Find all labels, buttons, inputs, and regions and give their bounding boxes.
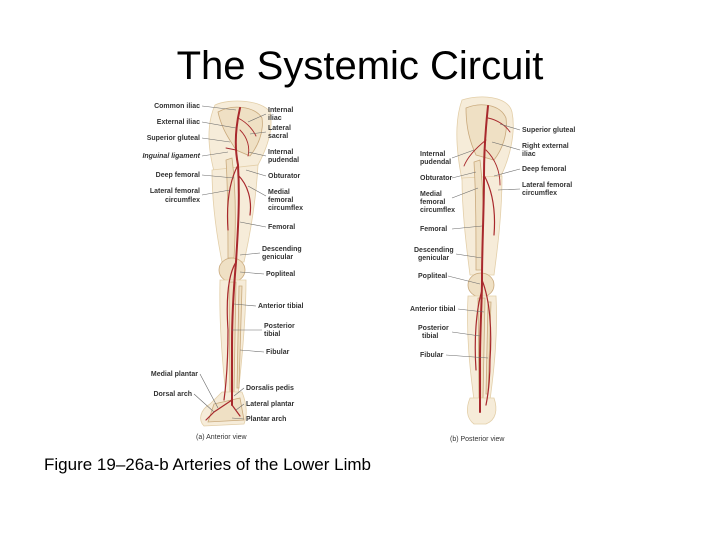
label-medial-plantar: Medial plantar [151,371,198,378]
label-internal-pudendal-2: pudendal [420,159,451,166]
label-medial-femoral-1: Medial [420,191,442,198]
label-posterior-tibial-2: tibial [422,333,438,340]
label-medial-femoral-2: femoral [268,197,293,204]
figure-caption: Figure 19–26a-b Arteries of the Lower Li… [44,455,371,475]
label-right-external-iliac-2: iliac [522,151,536,158]
label-dorsalis-pedis: Dorsalis pedis [246,385,294,392]
label-obturator: Obturator [268,173,301,180]
label-lateral-sacral-1: Lateral [268,125,291,132]
label-deep-femoral: Deep femoral [156,172,200,179]
label-descending-genicular-2: genicular [418,255,449,262]
label-popliteal: Popliteal [266,271,295,278]
label-fibular: Fibular [420,352,444,359]
label-descending-genicular-2: genicular [262,254,293,261]
label-popliteal: Popliteal [418,273,447,280]
label-medial-femoral-3: circumflex [420,207,455,214]
label-internal-pudendal-1: Internal [268,149,293,156]
label-superior-gluteal: Superior gluteal [522,127,575,134]
leader-line [200,374,218,408]
label-posterior-tibial-1: Posterior [264,323,295,330]
label-femoral: Femoral [268,224,295,231]
label-descending-genicular-1: Descending [262,246,302,253]
label-right-external-iliac-1: Right external [522,143,569,150]
label-internal-iliac-2: iliac [268,115,282,122]
label-posterior-tibial-2: tibial [264,331,280,338]
label-anterior-tibial: Anterior tibial [258,303,304,310]
label-internal-pudendal-1: Internal [420,151,445,158]
label-fibular: Fibular [266,349,290,356]
label-superior-gluteal: Superior gluteal [147,135,200,142]
label-lateral-femoral-1: Lateral femoral [150,188,200,195]
label-lateral-femoral-2: circumflex [165,197,200,204]
label-femoral: Femoral [420,226,447,233]
label-lateral-femoral-1: Lateral femoral [522,182,572,189]
label-medial-femoral-3: circumflex [268,205,303,212]
label-medial-femoral-2: femoral [420,199,445,206]
label-posterior-tibial-1: Posterior [418,325,449,332]
label-descending-genicular-1: Descending [414,247,454,254]
anterior-view-caption: (a) Anterior view [196,434,248,441]
label-deep-femoral: Deep femoral [522,166,566,173]
label-lateral-plantar: Lateral plantar [246,401,295,408]
label-common-iliac: Common iliac [154,103,200,110]
label-lateral-sacral-2: sacral [268,133,288,140]
label-internal-iliac-1: Internal [268,107,293,114]
posterior-view-caption: (b) Posterior view [450,436,505,443]
leader-line [240,350,264,352]
label-inguinal-ligament: Inguinal ligament [142,153,200,160]
label-anterior-tibial: Anterior tibial [410,306,456,313]
label-internal-pudendal-2: pudendal [268,157,299,164]
label-lateral-femoral-2: circumflex [522,190,557,197]
anterior-limb-illustration [201,101,271,426]
label-external-iliac: External iliac [157,119,200,126]
label-obturator: Obturator [420,175,453,182]
label-dorsal-arch: Dorsal arch [153,391,192,398]
label-medial-femoral-1: Medial [268,189,290,196]
label-plantar-arch: Plantar arch [246,416,286,423]
